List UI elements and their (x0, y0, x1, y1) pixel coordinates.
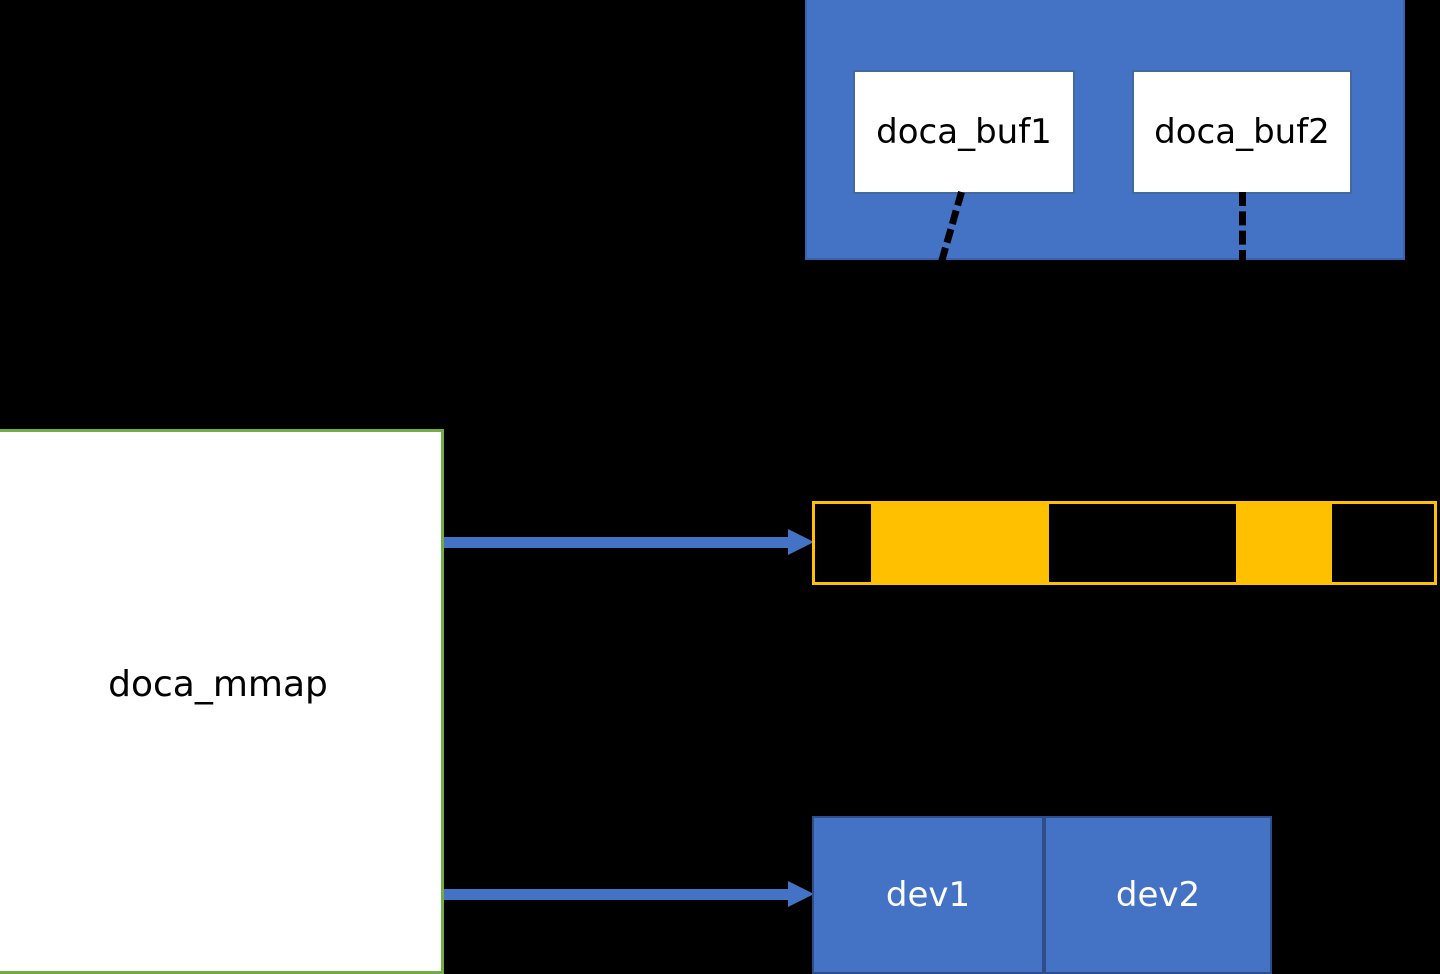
doca-buf2-label: doca_buf2 (1154, 112, 1330, 152)
memory-segment-used (1236, 504, 1332, 582)
memory-region-bar (812, 501, 1437, 585)
memory-segment-used (871, 504, 1049, 582)
dashed-connector-buf1 (938, 191, 965, 263)
arrow-head-icon (788, 529, 814, 555)
device-label-dev2: dev2 (1115, 875, 1201, 915)
device-box-dev2[interactable]: dev2 (1044, 816, 1272, 974)
arrow-shaft (444, 889, 792, 900)
memory-segment-free (1049, 504, 1236, 582)
doca-buf-container: doca_buf1 doca_buf2 (805, 0, 1405, 264)
arrow-head-icon (788, 881, 814, 907)
doca-buf1-box[interactable]: doca_buf1 (853, 70, 1075, 194)
doca-buf2-box[interactable]: doca_buf2 (1132, 70, 1352, 194)
arrow-mmap-to-memory (444, 529, 814, 555)
doca-mmap-label: doca_mmap (108, 664, 328, 705)
memory-segment-free (1332, 504, 1434, 582)
memory-segment-free (815, 504, 871, 582)
device-list: dev1 dev2 (812, 816, 1272, 974)
device-box-dev1[interactable]: dev1 (812, 816, 1044, 974)
device-label-dev1: dev1 (885, 875, 971, 915)
doca-buf1-label: doca_buf1 (876, 112, 1052, 152)
dashed-connector-buf2 (1239, 192, 1246, 264)
doca-mmap-box[interactable]: doca_mmap (0, 429, 444, 974)
arrow-mmap-to-devices (444, 881, 814, 907)
arrow-shaft (444, 537, 792, 548)
